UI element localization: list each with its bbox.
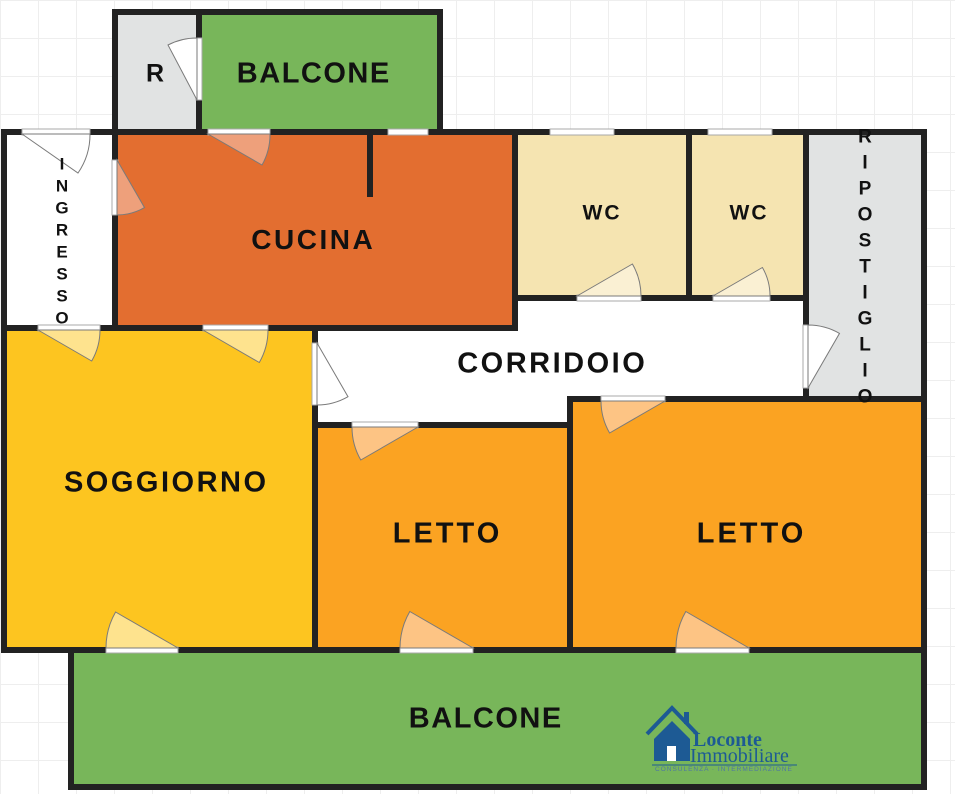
door-swing-soggiorno-2-icon	[201, 329, 269, 364]
door-swing-corridoio-icon	[316, 341, 349, 406]
room-label-r: R	[145, 59, 165, 88]
room-label-balcone-bottom: BALCONE	[408, 702, 563, 735]
room-wc-2	[686, 129, 809, 301]
logo-chimney-icon	[684, 712, 689, 724]
door-swing-cucina-top-icon	[206, 133, 271, 166]
door-swing-letto-1-icon	[351, 426, 420, 461]
room-label-ripostiglio: RIPOSTIGLIO	[854, 126, 876, 413]
room-balcone-bottom	[68, 647, 927, 790]
logo-house-icon	[654, 721, 690, 761]
rooms	[1, 9, 927, 790]
room-label-corridoio: CORRIDOIO	[457, 347, 648, 380]
door-swing-cucina-side-icon	[116, 158, 146, 216]
logo-door-icon	[667, 746, 676, 761]
door-swing-r-icon	[167, 37, 198, 101]
window-wc-2	[707, 128, 773, 136]
door-swing-letto-2-icon	[600, 400, 667, 434]
room-label-balcone-top: BALCONE	[236, 57, 391, 90]
door-swing-letto-2-balcony-icon	[675, 610, 751, 649]
room-label-soggiorno: SOGGIORNO	[63, 466, 269, 499]
window-wc-1	[549, 128, 615, 136]
door-swings	[20, 37, 841, 649]
logo-roof-icon	[645, 705, 699, 736]
window-cucina	[387, 128, 429, 136]
door-swing-soggiorno-1-icon	[36, 329, 101, 362]
room-label-ingresso: INGRESSO	[52, 154, 72, 331]
logo-mark	[645, 705, 797, 766]
room-label-letto-2: LETTO	[696, 517, 807, 550]
door-swing-wc-2-icon	[711, 266, 771, 297]
logo-name: Loconte	[693, 729, 762, 751]
room-label-wc-1: WC	[582, 201, 622, 225]
room-label-wc-2: WC	[729, 201, 769, 225]
logo-tagline: CONSULENZA · INTERMEDIAZIONE	[655, 766, 793, 773]
room-label-cucina: CUCINA	[251, 224, 376, 255]
logo-subtitle: Immobiliare	[690, 745, 789, 767]
door-swing-letto-1-balcony-icon	[399, 610, 475, 649]
door-swing-soggiorno-balcony-icon	[105, 611, 180, 649]
room-label-letto-1: LETTO	[392, 517, 503, 550]
door-swing-wc-1-icon	[575, 263, 642, 297]
door-swing-ripostiglio-icon	[807, 324, 841, 390]
door-swing-ingresso-icon	[20, 133, 91, 174]
